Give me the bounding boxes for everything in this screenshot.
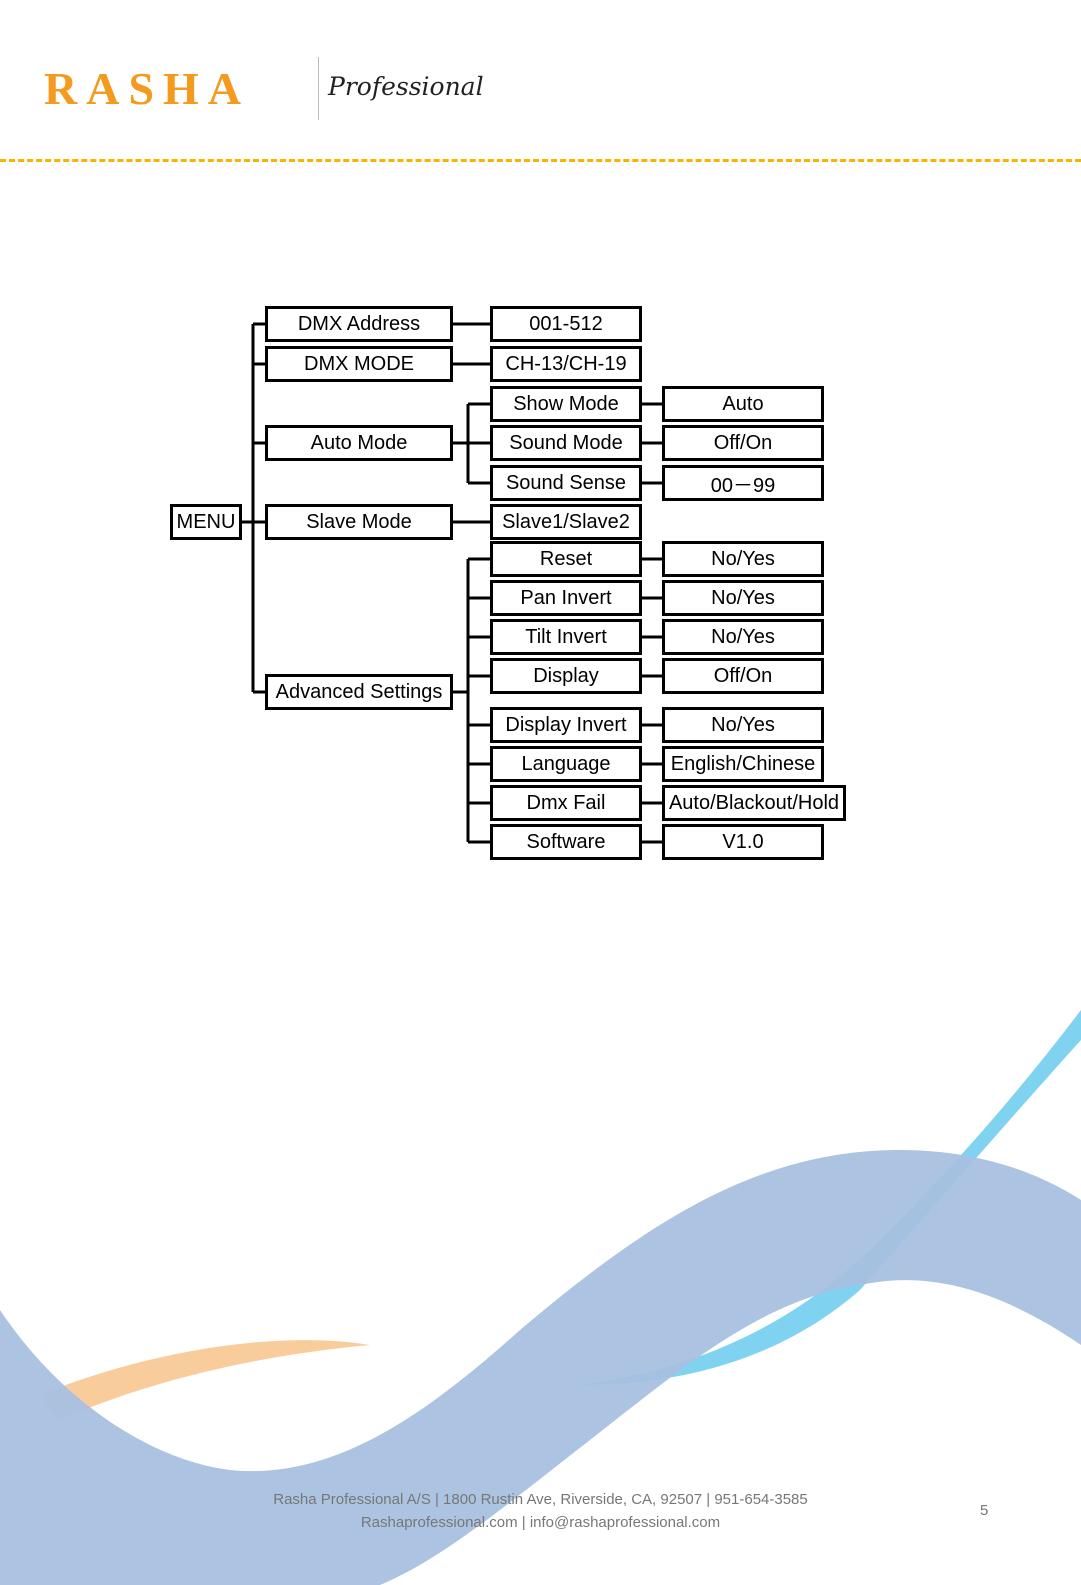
option-display-invert: Display Invert xyxy=(490,707,642,743)
value-software: V1.0 xyxy=(662,824,824,860)
value-language: English/Chinese xyxy=(662,746,824,782)
menu-item-dmx-address: DMX Address xyxy=(265,306,453,342)
option-tilt-invert: Tilt Invert xyxy=(490,619,642,655)
option-software: Software xyxy=(490,824,642,860)
header-divider xyxy=(0,159,1081,162)
option-pan-invert: Pan Invert xyxy=(490,580,642,616)
option-language: Language xyxy=(490,746,642,782)
brand-subtitle: Professional xyxy=(328,72,484,101)
option-sound-mode: Sound Mode xyxy=(490,425,642,461)
menu-item-advanced-settings: Advanced Settings xyxy=(265,674,453,710)
menu-item-dmx-mode: DMX MODE xyxy=(265,346,453,382)
option-display: Display xyxy=(490,658,642,694)
option-show-mode: Show Mode xyxy=(490,386,642,422)
value-tilt-invert: No/Yes xyxy=(662,619,824,655)
brand-logo: RASHA xyxy=(44,63,251,114)
option-ch-13-ch-19: CH-13/CH-19 xyxy=(490,346,642,382)
wave-blue-band xyxy=(0,1150,1081,1585)
value-sound-sense: 00－99 xyxy=(662,465,824,501)
logo-divider xyxy=(318,57,319,120)
value-display-invert: No/Yes xyxy=(662,707,824,743)
value-sound-mode: Off/On xyxy=(662,425,824,461)
option-sound-sense: Sound Sense xyxy=(490,465,642,501)
menu-item-slave-mode: Slave Mode xyxy=(265,504,453,540)
menu-item-auto-mode: Auto Mode xyxy=(265,425,453,461)
value-show-mode: Auto xyxy=(662,386,824,422)
footer-contact: Rashaprofessional.com | info@rashaprofes… xyxy=(360,1514,721,1531)
value-dmx-fail: Auto/Blackout/Hold xyxy=(662,785,846,821)
menu-root-box: MENU xyxy=(170,504,242,540)
option-slave1-slave2: Slave1/Slave2 xyxy=(490,504,642,540)
value-reset: No/Yes xyxy=(662,541,824,577)
header: RASHA Professional xyxy=(0,0,1081,170)
value-pan-invert: No/Yes xyxy=(662,580,824,616)
option-dmx-fail: Dmx Fail xyxy=(490,785,642,821)
connector-lines xyxy=(242,322,662,844)
option-reset: Reset xyxy=(490,541,642,577)
footer-address: Rasha Professional A/S | 1800 Rustin Ave… xyxy=(273,1491,808,1508)
option-001-512: 001-512 xyxy=(490,306,642,342)
value-display: Off/On xyxy=(662,658,824,694)
wave-cyan-stripe xyxy=(580,1010,1081,1385)
page-number: 5 xyxy=(980,1502,989,1519)
